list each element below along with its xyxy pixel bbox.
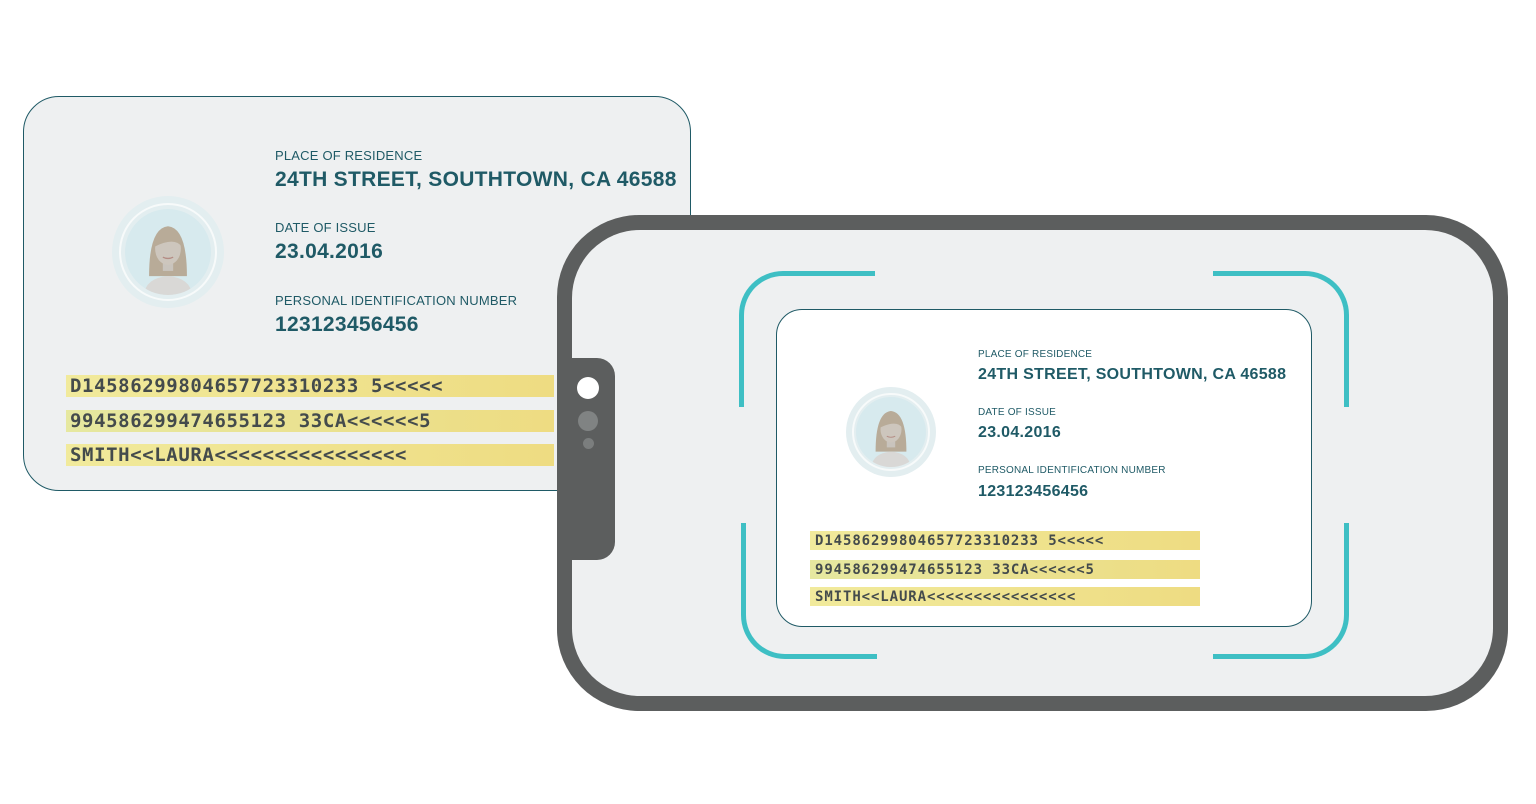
camera-notch bbox=[557, 358, 615, 560]
mrz-line-3: SMITH<<LAURA<<<<<<<<<<<<<<<< bbox=[810, 587, 1200, 606]
pin-label: PERSONAL IDENTIFICATION NUMBER bbox=[275, 293, 518, 308]
portrait-icon bbox=[846, 387, 936, 477]
residence-label: PLACE OF RESIDENCE bbox=[978, 349, 1093, 360]
scan-frame-icon bbox=[1213, 271, 1349, 407]
pin-value: 123123456456 bbox=[275, 313, 419, 336]
residence-label: PLACE OF RESIDENCE bbox=[275, 148, 423, 163]
mrz-line-2: 994586299474655123 33CA<<<<<<5 bbox=[810, 560, 1200, 579]
scan-frame-icon bbox=[739, 271, 875, 407]
scan-frame-icon bbox=[741, 523, 877, 659]
pin-label: PERSONAL IDENTIFICATION NUMBER bbox=[978, 465, 1166, 476]
residence-value: 24TH STREET, SOUTHTOWN, CA 46588 bbox=[275, 168, 677, 191]
sensor-dot-icon bbox=[583, 438, 594, 449]
mrz-line-1: D14586299804657723310233 5<<<<< bbox=[66, 375, 554, 397]
residence-value: 24TH STREET, SOUTHTOWN, CA 46588 bbox=[978, 366, 1287, 383]
mrz-line-1: D14586299804657723310233 5<<<<< bbox=[810, 531, 1200, 550]
scanned-id-card: PLACE OF RESIDENCE 24TH STREET, SOUTHTOW… bbox=[776, 309, 1312, 627]
camera-lens-icon bbox=[577, 377, 599, 399]
sensor-icon bbox=[578, 411, 598, 431]
portrait-icon bbox=[112, 196, 224, 308]
issue-date-label: DATE OF ISSUE bbox=[275, 220, 376, 235]
mrz-line-2: 994586299474655123 33CA<<<<<<5 bbox=[66, 410, 554, 432]
pin-value: 123123456456 bbox=[978, 483, 1089, 500]
mrz-line-3: SMITH<<LAURA<<<<<<<<<<<<<<<< bbox=[66, 444, 554, 466]
issue-date-label: DATE OF ISSUE bbox=[978, 407, 1056, 418]
scan-frame-icon bbox=[1213, 523, 1349, 659]
issue-date-value: 23.04.2016 bbox=[275, 240, 384, 263]
issue-date-value: 23.04.2016 bbox=[978, 424, 1062, 441]
